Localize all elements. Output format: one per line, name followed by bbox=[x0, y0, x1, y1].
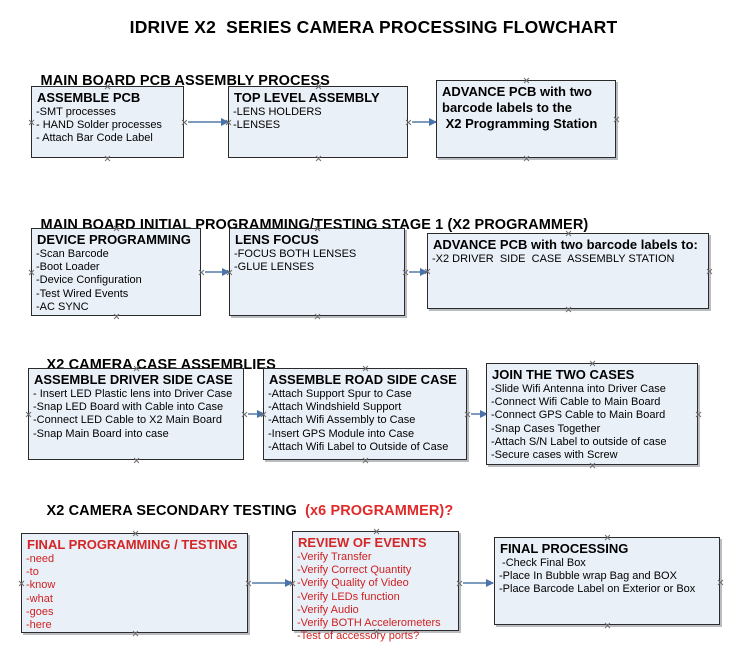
connector-arrow bbox=[463, 578, 494, 587]
box-line: -here bbox=[26, 619, 52, 632]
box-line: -X2 DRIVER SIDE CASE ASSEMBLY STATION bbox=[432, 253, 675, 265]
box-header: ASSEMBLE ROAD SIDE CASE bbox=[269, 372, 457, 387]
box-line: -Attach S/N Label to outside of case bbox=[491, 435, 667, 448]
box-header: FINAL PROGRAMMING / TESTING bbox=[27, 537, 238, 552]
box-line: -Snap Cases Together bbox=[491, 422, 601, 435]
box-join-the-two-cases[interactable]: JOIN THE TWO CASES -Slide Wifi Antenna i… bbox=[486, 363, 698, 465]
box-line: -Snap LED Board with Cable into Case bbox=[33, 401, 224, 414]
box-line: -Connect LED Cable to X2 Main Board bbox=[33, 414, 222, 427]
box-line: -Place In Bubble wrap Bag and BOX bbox=[499, 570, 677, 583]
box-line: -Verify Transfer bbox=[297, 551, 372, 563]
box-device-programming[interactable]: DEVICE PROGRAMMING -Scan Barcode -Boot L… bbox=[31, 228, 201, 316]
box-header: REVIEW OF EVENTS bbox=[298, 535, 427, 550]
box-header: DEVICE PROGRAMMING bbox=[37, 232, 191, 247]
box-line: -Verify LEDs function bbox=[297, 590, 400, 603]
section-label-accent: (x6 PROGRAMMER)? bbox=[305, 503, 454, 519]
box-header: ASSEMBLE PCB bbox=[37, 90, 141, 105]
box-assemble-driver-side-case[interactable]: ASSEMBLE DRIVER SIDE CASE - Insert LED P… bbox=[28, 368, 244, 460]
box-line: -Attach Wifi Label to Outside of Case bbox=[268, 440, 449, 453]
box-line: -to bbox=[26, 566, 39, 579]
box-line: -Verify Quality of Video bbox=[297, 577, 409, 590]
box-line: -Device Configuration bbox=[36, 274, 142, 287]
connector-arrow bbox=[252, 578, 293, 587]
connector-arrow bbox=[188, 117, 229, 126]
box-line: - HAND Solder processes bbox=[36, 119, 162, 132]
box-line: -SMT processes bbox=[36, 106, 116, 118]
box-header: LENS FOCUS bbox=[235, 232, 319, 247]
box-line: -Attach Windshield Support bbox=[268, 401, 402, 414]
box-line-overflow: -Test of accessory ports? bbox=[297, 630, 420, 643]
box-line: -LENS HOLDERS bbox=[233, 106, 322, 118]
box-advance-pcb-driver-side[interactable]: ADVANCE PCB with two barcode labels to: … bbox=[427, 233, 709, 309]
box-header: TOP LEVEL ASSEMBLY bbox=[234, 90, 380, 105]
connector-arrow bbox=[248, 409, 265, 418]
section-heading-main-board-pcb-assembly: MAIN BOARD PCB ASSEMBLY PROCESS bbox=[24, 57, 330, 105]
box-header: ADVANCE PCB with two bbox=[442, 84, 592, 99]
box-line: barcode labels to the bbox=[442, 100, 573, 115]
connector-arrow bbox=[412, 117, 437, 126]
box-line: -FOCUS BOTH LENSES bbox=[234, 248, 357, 260]
section-heading-x2-camera-secondary-testing: X2 CAMERA SECONDARY TESTING (x6 PROGRAMM… bbox=[30, 487, 454, 535]
box-top-level-assembly[interactable]: TOP LEVEL ASSEMBLY -LENS HOLDERS -LENSES bbox=[228, 86, 408, 158]
box-line: - Insert LED Plastic lens into Driver Ca… bbox=[33, 388, 233, 400]
box-line: -Verify Audio bbox=[297, 603, 359, 616]
box-line: -need bbox=[26, 553, 55, 565]
box-review-of-events[interactable]: REVIEW OF EVENTS -Verify Transfer -Verif… bbox=[292, 531, 459, 642]
box-line: -what bbox=[26, 592, 53, 605]
box-line: -Secure cases with Screw bbox=[491, 449, 618, 462]
box-line: -Connect GPS Cable to Main Board bbox=[491, 409, 666, 422]
box-line: -Verify BOTH Accelerometers bbox=[297, 617, 441, 630]
box-header: FINAL PROCESSING bbox=[500, 541, 629, 556]
box-line: -Check Final Box bbox=[499, 557, 586, 569]
box-lens-focus[interactable]: LENS FOCUS -FOCUS BOTH LENSES -GLUE LENS… bbox=[229, 228, 405, 316]
box-line: -Attach Support Spur to Case bbox=[268, 388, 412, 400]
box-advance-pcb-programming-station[interactable]: ADVANCE PCB with two barcode labels to t… bbox=[436, 80, 616, 158]
box-line: -Test Wired Events bbox=[36, 287, 129, 300]
section-label: X2 CAMERA SECONDARY TESTING bbox=[46, 503, 306, 519]
box-line: X2 Programming Station bbox=[442, 116, 598, 131]
box-line: -Slide Wifi Antenna into Driver Case bbox=[491, 383, 666, 395]
box-assemble-road-side-case[interactable]: ASSEMBLE ROAD SIDE CASE -Attach Support … bbox=[263, 368, 467, 460]
box-final-programming-testing[interactable]: FINAL PROGRAMMING / TESTING -need -to -k… bbox=[21, 533, 248, 633]
box-line: -goes bbox=[26, 605, 54, 618]
box-line: -Boot Loader bbox=[36, 261, 100, 274]
box-assemble-pcb[interactable]: ASSEMBLE PCB -SMT processes - HAND Solde… bbox=[31, 86, 184, 158]
connector-arrow bbox=[205, 267, 230, 276]
box-line: -LENSES bbox=[233, 119, 281, 132]
box-line: -Scan Barcode bbox=[36, 248, 109, 260]
box-header: ASSEMBLE DRIVER SIDE CASE bbox=[34, 372, 233, 387]
box-line: -know bbox=[26, 579, 56, 592]
connector-arrow bbox=[409, 267, 428, 276]
box-line: -Insert GPS Module into Case bbox=[268, 427, 415, 440]
box-final-processing[interactable]: FINAL PROCESSING -Check Final Box -Place… bbox=[494, 537, 720, 625]
box-line: -Place Barcode Label on Exterior or Box bbox=[499, 583, 696, 596]
page-title: IDRIVE X2 SERIES CAMERA PROCESSING FLOWC… bbox=[129, 17, 618, 37]
box-line: -Verify Correct Quantity bbox=[297, 564, 412, 577]
box-header: ADVANCE PCB with two barcode labels to: bbox=[433, 237, 698, 252]
box-header: JOIN THE TWO CASES bbox=[492, 367, 635, 382]
box-line: -Snap Main Board into case bbox=[33, 427, 169, 440]
connector-arrow bbox=[471, 409, 488, 418]
section-label: MAIN BOARD PCB ASSEMBLY PROCESS bbox=[40, 73, 330, 89]
box-line: -Attach Wifi Assembly to Case bbox=[268, 414, 416, 427]
box-line: -GLUE LENSES bbox=[234, 261, 315, 274]
box-line: - Attach Bar Code Label bbox=[36, 132, 153, 145]
box-line: -AC SYNC bbox=[36, 300, 89, 313]
box-line: -Connect Wifi Cable to Main Board bbox=[491, 396, 661, 409]
